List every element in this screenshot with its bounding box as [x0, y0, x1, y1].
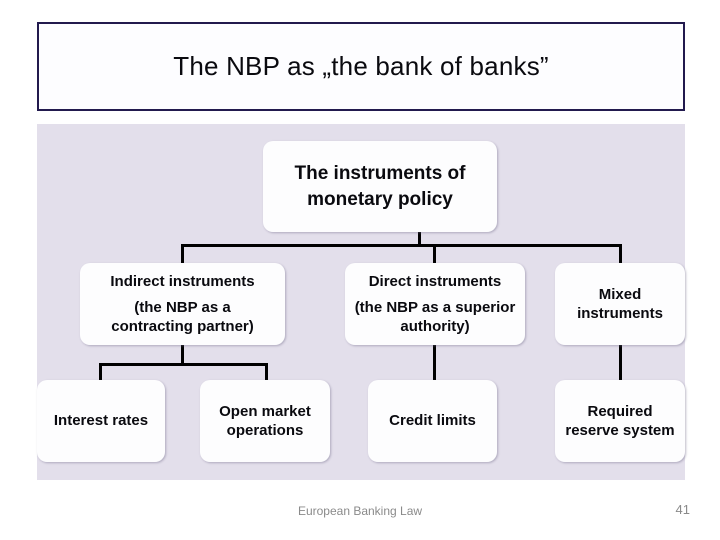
connector-level1-bar: [181, 244, 622, 247]
node-direct-title: Direct instruments: [368, 273, 502, 290]
connector-root-down: [418, 232, 421, 247]
node-mixed-instruments: Mixed instruments: [555, 263, 685, 345]
node-root: The instruments of monetary policy: [263, 141, 497, 232]
node-indirect-title: Indirect instruments: [110, 273, 255, 290]
node-root-label: The instruments of monetary policy: [294, 162, 466, 210]
footer-text: European Banking Law: [297, 504, 423, 518]
connector-direct-down: [433, 345, 436, 380]
node-credit-limits: Credit limits: [368, 380, 497, 462]
connector-stub-mixed: [619, 244, 622, 263]
node-required-reserve-system: Required reserve system: [555, 380, 685, 462]
node-indirect-instruments: Indirect instruments (the NBP as a contr…: [80, 263, 285, 345]
node-open-market-operations: Open market operations: [200, 380, 330, 462]
node-credit-limits-label: Credit limits: [389, 412, 476, 430]
connector-stub-direct: [433, 244, 436, 263]
connector-stub-openmarket: [265, 363, 268, 380]
slide-footer: European Banking Law: [0, 504, 720, 518]
connector-stub-interest: [99, 363, 102, 380]
node-open-market-label: Open market operations: [219, 402, 311, 440]
slide-title: The NBP as „the bank of banks”: [173, 51, 549, 81]
page-number: 41: [675, 502, 690, 517]
node-indirect-sub: (the NBP as a contracting partner): [111, 299, 254, 335]
connector-level2-bar: [99, 363, 268, 366]
connector-mixed-down: [619, 345, 622, 380]
node-mixed-title: Mixed instruments: [577, 285, 663, 323]
node-interest-rates-label: Interest rates: [53, 412, 149, 430]
diagram-canvas: The instruments of monetary policy Indir…: [37, 124, 685, 480]
node-direct-sub: (the NBP as a superior authority): [354, 299, 516, 335]
connector-indirect-down: [181, 345, 184, 364]
node-required-reserve-label: Required reserve system: [565, 402, 675, 440]
connector-stub-indirect: [181, 244, 184, 263]
node-direct-instruments: Direct instruments (the NBP as a superio…: [345, 263, 525, 345]
node-interest-rates: Interest rates: [37, 380, 165, 462]
slide-title-box: The NBP as „the bank of banks”: [37, 22, 685, 111]
